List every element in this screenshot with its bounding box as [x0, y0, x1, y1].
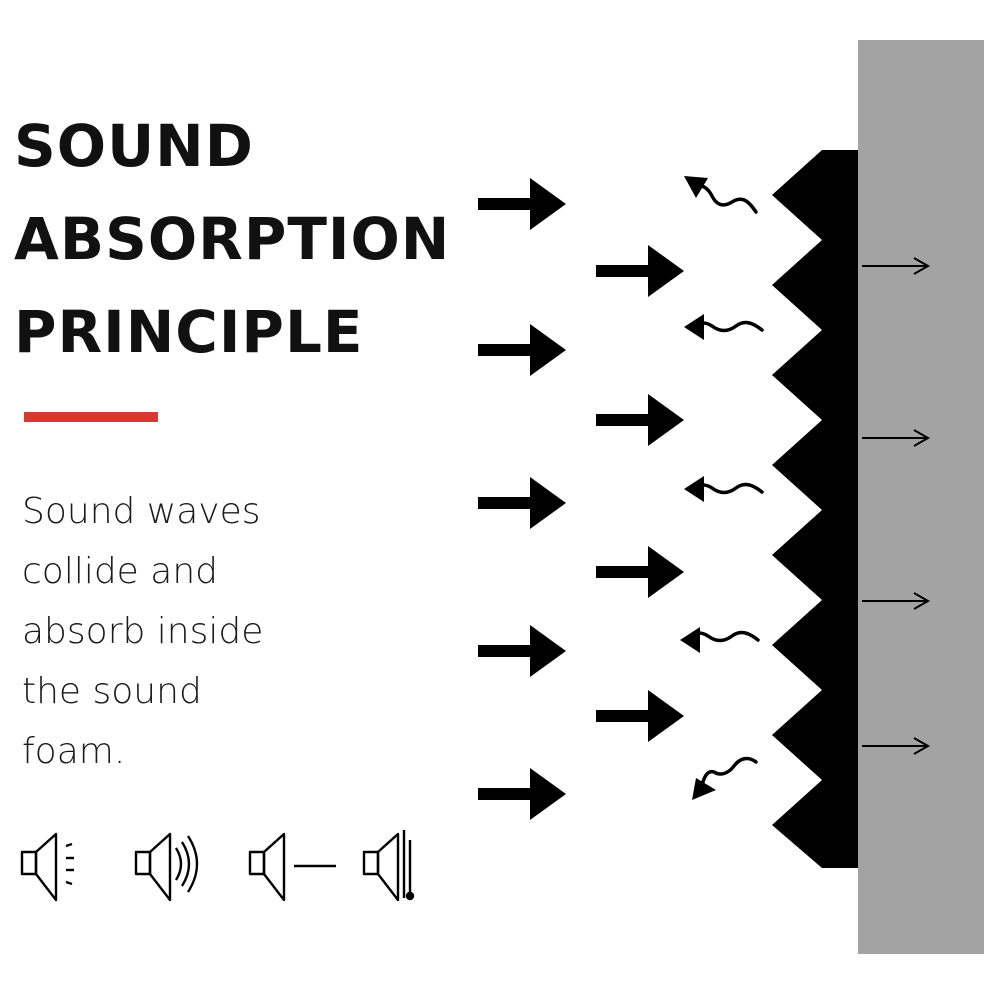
wall [858, 40, 984, 954]
incoming-arrow [478, 477, 566, 529]
incoming-arrow [596, 394, 684, 446]
speaker-emit-icon [20, 832, 74, 902]
title-line-3: PRINCIPLE [14, 298, 364, 366]
incoming-arrow [478, 178, 566, 230]
transmitted-arrow [862, 257, 931, 275]
reflected-waves [680, 176, 764, 800]
reflected-wave-arrow [684, 476, 764, 502]
reflected-wave-arrow [692, 756, 758, 800]
speaker-blocked-icon [362, 830, 415, 902]
description-line-3: absorb inside [22, 611, 264, 652]
description-line-5: foam. [22, 731, 126, 772]
incoming-arrow [478, 625, 566, 677]
incoming-arrow [596, 245, 684, 297]
description-line-2: collide and [22, 551, 218, 592]
transmitted-arrow [862, 592, 931, 610]
accent-divider [24, 412, 158, 422]
speaker-line-icon [248, 832, 336, 902]
reflected-wave-arrow [684, 176, 758, 214]
description-line-1: Sound waves [22, 491, 261, 532]
sound-foam [772, 150, 858, 868]
incoming-arrow [478, 324, 566, 376]
incoming-arrow [596, 546, 684, 598]
transmitted-arrow [862, 737, 931, 755]
title-line-1: SOUND [14, 112, 254, 180]
title-line-2: ABSORPTION [14, 205, 451, 273]
incoming-arrow [596, 690, 684, 742]
incoming-arrows-right [596, 245, 684, 742]
transmitted-arrows [862, 257, 931, 755]
speaker-waves-icon [134, 832, 199, 902]
page-title: SOUND ABSORPTION PRINCIPLE [14, 100, 450, 379]
description-line-4: the sound [22, 671, 202, 712]
reflected-wave-arrow [680, 627, 760, 653]
incoming-arrow [478, 768, 566, 820]
description-text: Sound waves collide and absorb inside th… [22, 482, 263, 782]
incoming-arrows-left [478, 178, 566, 820]
transmitted-arrow [862, 429, 931, 447]
reflected-wave-arrow [684, 314, 764, 340]
speaker-icons-row [20, 830, 415, 902]
